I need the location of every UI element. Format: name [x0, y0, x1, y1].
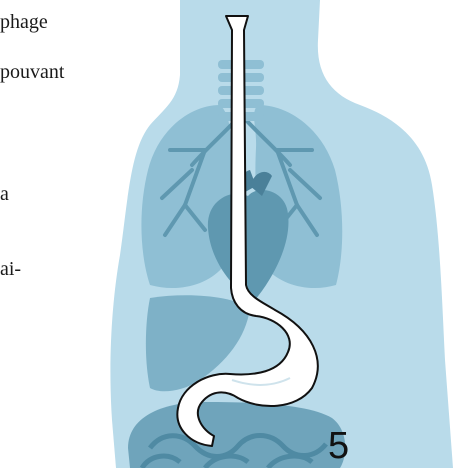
page-number: 5	[328, 424, 349, 468]
intestines-icon	[128, 402, 345, 468]
